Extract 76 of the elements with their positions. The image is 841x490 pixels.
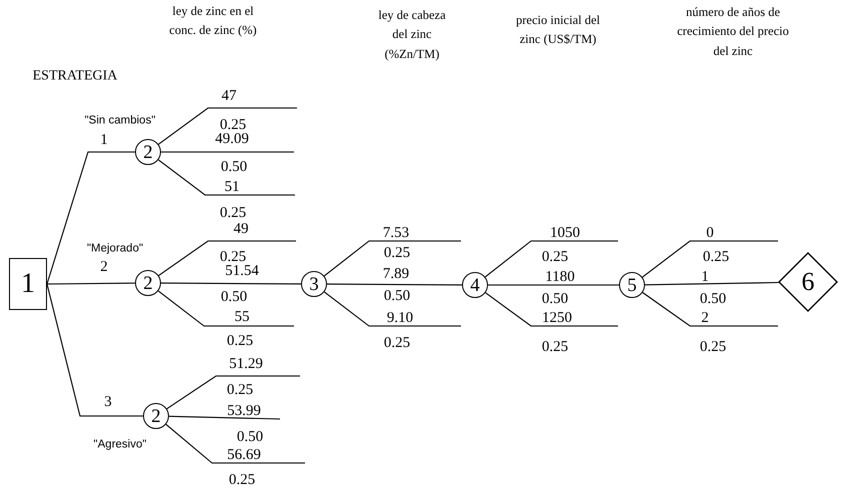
connector-line: [161, 282, 301, 284]
edge-label: 49: [234, 220, 248, 238]
probability-label: 0.25: [226, 332, 254, 350]
column-header: ley de zinc en el conc. de zinc (%): [168, 3, 258, 40]
edge-label: 2: [701, 310, 709, 326]
probability-label: 0.25: [702, 248, 730, 266]
branch-line: [166, 375, 300, 410]
edge-label: 9.10: [386, 310, 414, 326]
probability-label: 0.25: [220, 116, 246, 133]
chance-circle: 3: [301, 271, 327, 297]
edge-label: 47: [222, 88, 236, 104]
edge-label: 51: [224, 178, 240, 196]
edge-label: 49.09: [215, 130, 249, 148]
edge-label: 3: [104, 394, 112, 410]
branch-line: [158, 159, 295, 196]
strategy-heading: ESTRATEGIA: [32, 68, 118, 84]
chance-circle: 2: [135, 139, 161, 165]
edge-label: 56.69: [227, 446, 261, 464]
probability-label: 0.50: [384, 288, 410, 304]
strategy-name: "Sin cambios": [84, 114, 156, 128]
edge-label: 2: [100, 258, 108, 276]
connector-line: [47, 282, 135, 285]
edge-label: 1: [100, 132, 108, 148]
edge-label: 51.54: [225, 262, 259, 280]
edge-label: 7.53: [382, 224, 410, 242]
connector-line: [46, 284, 143, 417]
edge-label: 1050: [550, 224, 580, 242]
strategy-name: "Agresivo": [94, 438, 146, 452]
column-header: ley de cabeza del zinc (%Zn/TM): [377, 7, 447, 63]
branch-line: [158, 240, 296, 276]
branch-line: [166, 424, 305, 464]
chance-circle: 2: [143, 403, 169, 429]
chance-circle: 5: [619, 272, 645, 298]
connector-line: [488, 284, 619, 286]
probability-label: 0.50: [220, 158, 248, 176]
branch-line: [158, 107, 297, 145]
connector-line: [645, 282, 779, 286]
branch-line: [161, 151, 294, 153]
column-header: número de años de crecimiento del precio del zinc: [676, 4, 790, 60]
probability-label: 0.25: [542, 248, 568, 266]
probability-label: 0.50: [220, 288, 248, 306]
branch-line: [324, 291, 461, 327]
probability-label: 0.25: [220, 248, 246, 265]
probability-label: 0.50: [542, 290, 568, 308]
probability-label: 0.50: [236, 428, 264, 446]
edge-label: 53.99: [227, 402, 261, 420]
probability-label: 0.25: [226, 382, 254, 398]
branch-line: [158, 290, 294, 327]
edge-label: 1250: [542, 310, 572, 326]
edge-label: 1: [701, 268, 709, 286]
terminal-diamond: 6: [778, 252, 838, 312]
probability-label: 0.25: [542, 338, 568, 356]
edge-label: 0: [706, 224, 714, 242]
branch-line: [485, 292, 618, 327]
probability-label: 0.25: [384, 244, 410, 262]
edge-label: 55: [234, 308, 250, 326]
branch-line: [642, 292, 778, 327]
edge-label: 51.29: [229, 356, 263, 372]
connector-line: [327, 284, 462, 286]
column-header: precio inicial del zinc (US$/TM): [515, 12, 601, 48]
chance-circle: 4: [462, 272, 488, 298]
strategy-name: "Mejorado": [86, 242, 144, 256]
chance-circle: 2: [135, 270, 161, 296]
probability-label: 0.25: [228, 472, 256, 488]
edge-label: 1180: [545, 268, 575, 286]
branch-line: [642, 240, 778, 278]
edge-label: 7.89: [382, 266, 410, 282]
branch-line: [168, 416, 280, 420]
probability-label: 0.25: [384, 334, 410, 352]
decision-box: 1: [9, 258, 47, 310]
probability-label: 0.25: [700, 338, 726, 356]
probability-label: 0.50: [700, 290, 726, 308]
branch-line: [324, 240, 461, 276]
connector-line: [46, 151, 135, 284]
probability-label: 0.25: [220, 204, 246, 222]
branch-line: [484, 240, 618, 278]
